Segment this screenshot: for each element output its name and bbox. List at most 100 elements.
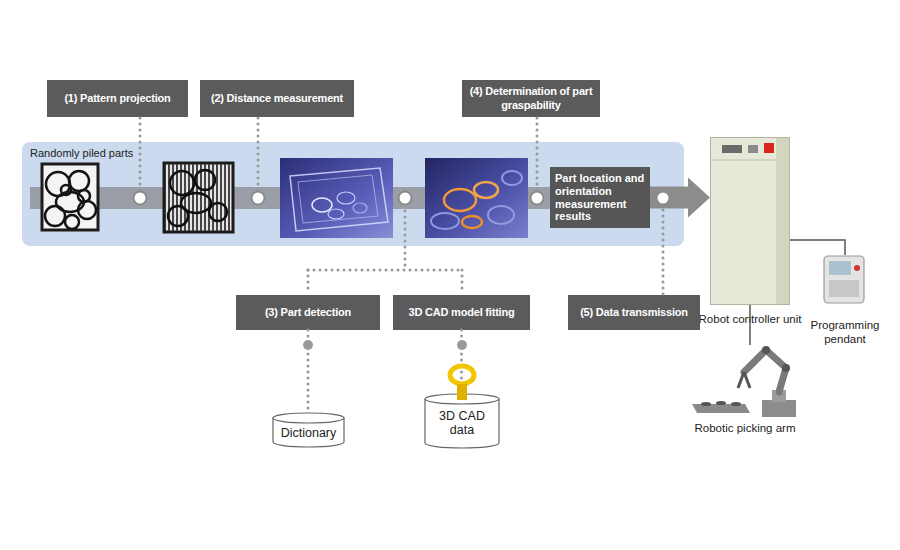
cylinder-top <box>273 413 344 423</box>
dotted-leader <box>461 270 464 294</box>
tray-part <box>731 402 741 406</box>
stripe-pattern <box>165 164 232 231</box>
node-label: (2) Distance measurement <box>211 92 343 105</box>
photo-frame <box>42 164 98 230</box>
fitted-scene <box>431 171 522 229</box>
node-label: (4) Determination of part graspability <box>465 85 597 111</box>
database-cylinder: 3D CAD data <box>424 393 500 449</box>
ring-part <box>337 192 355 204</box>
pendant-keypad <box>829 280 859 297</box>
dotted-connector <box>307 330 310 412</box>
fitted-ring <box>474 182 498 198</box>
ring-part <box>61 185 71 195</box>
ring-part <box>502 171 522 185</box>
ring-part <box>78 201 96 219</box>
ring-part <box>181 193 211 213</box>
robot-arm-node: Robotic picking arm <box>690 345 800 418</box>
ring-part <box>46 172 70 196</box>
step-box: (2) Distance measurement <box>200 80 354 117</box>
step-box: (3) Part detection <box>236 295 380 330</box>
ring-part <box>168 206 188 226</box>
ring-part <box>69 171 89 191</box>
cabinet-panel-line <box>711 160 776 161</box>
dotted-leader <box>257 118 260 191</box>
step-box: (4) Determination of part graspability <box>462 80 600 117</box>
ring-part <box>328 209 344 219</box>
pendant-body <box>824 256 864 303</box>
depth-photo <box>280 158 393 238</box>
step-box: (1) Pattern projection <box>47 80 188 117</box>
dotted-leader <box>308 269 462 272</box>
node-label: Programming pendant <box>799 318 891 347</box>
tray-part <box>701 402 711 406</box>
cable-line <box>790 240 845 255</box>
node-label: Dictionary <box>272 426 345 440</box>
cabinet-indicator <box>764 143 774 153</box>
node-label: Part location and orientation measuremen… <box>555 172 645 223</box>
step-marker <box>399 192 412 205</box>
piled-rings <box>168 170 227 226</box>
ring-part <box>312 198 332 212</box>
step-marker <box>531 192 544 205</box>
dotted-leader <box>536 118 539 191</box>
flow-arrow-shaft <box>30 187 550 209</box>
ring-part <box>170 171 194 195</box>
cad-part-icon <box>450 366 474 384</box>
dotted-leader <box>662 205 665 294</box>
cylinder-top <box>425 394 499 404</box>
ring-part <box>431 213 459 229</box>
fit-photo <box>425 158 528 238</box>
ring-part <box>209 203 227 221</box>
dotted-leader <box>139 118 142 191</box>
result-box: Part location and orientation measuremen… <box>550 167 650 228</box>
ring-part <box>488 206 514 224</box>
robot-base <box>762 400 796 417</box>
pendant-device: Programming pendant <box>822 255 868 304</box>
step-marker <box>252 192 265 205</box>
process-band: Randomly piled partsPart location and or… <box>22 142 684 246</box>
depth-scene <box>290 168 388 231</box>
controller-cabinet: Robot controller unit <box>710 137 790 305</box>
node-label: (3) Part detection <box>265 306 351 319</box>
step-box: (5) Data transmission <box>568 295 700 330</box>
node-label: 3D CAD data <box>424 409 500 438</box>
pendant-screen <box>829 261 851 275</box>
ring-part <box>65 215 79 229</box>
pendant-stop-button <box>854 265 860 271</box>
step-box: 3D CAD model fitting <box>393 295 530 330</box>
node-label: (1) Pattern projection <box>64 92 170 105</box>
robot-joint <box>782 364 790 372</box>
robot-links <box>744 350 786 392</box>
ring-part <box>353 203 367 213</box>
node-label: 3D CAD model fitting <box>409 306 515 319</box>
database-cylinder: Dictionary <box>272 412 345 448</box>
tray-outline <box>290 168 388 231</box>
node-label: (5) Data transmission <box>580 306 688 319</box>
dotted-leaders <box>140 118 663 294</box>
flow-arrow <box>650 178 710 218</box>
cabinet-switch <box>748 145 758 153</box>
ring-part <box>195 170 215 190</box>
robot-pedestal <box>772 390 786 402</box>
dotted-leader <box>307 270 310 294</box>
photo-frame <box>164 163 233 232</box>
robot-gripper <box>738 372 750 388</box>
ring-part <box>78 190 90 202</box>
dotted-leader <box>404 205 407 270</box>
junction-dot <box>457 340 467 350</box>
step-marker <box>134 192 147 205</box>
junction-dot <box>303 340 313 350</box>
ring-part <box>45 206 65 226</box>
node-label: Randomly piled parts <box>30 147 133 159</box>
dotted-connector <box>460 330 463 393</box>
ring-part <box>56 192 84 212</box>
tray-part <box>716 401 726 405</box>
cable-line <box>749 305 751 345</box>
step-marker <box>657 192 670 205</box>
cabinet-side <box>776 138 789 304</box>
node-label: Robotic picking arm <box>695 421 796 435</box>
cabinet-display <box>722 145 742 153</box>
cad-part-icon <box>457 384 467 400</box>
tray-inner <box>298 175 378 223</box>
